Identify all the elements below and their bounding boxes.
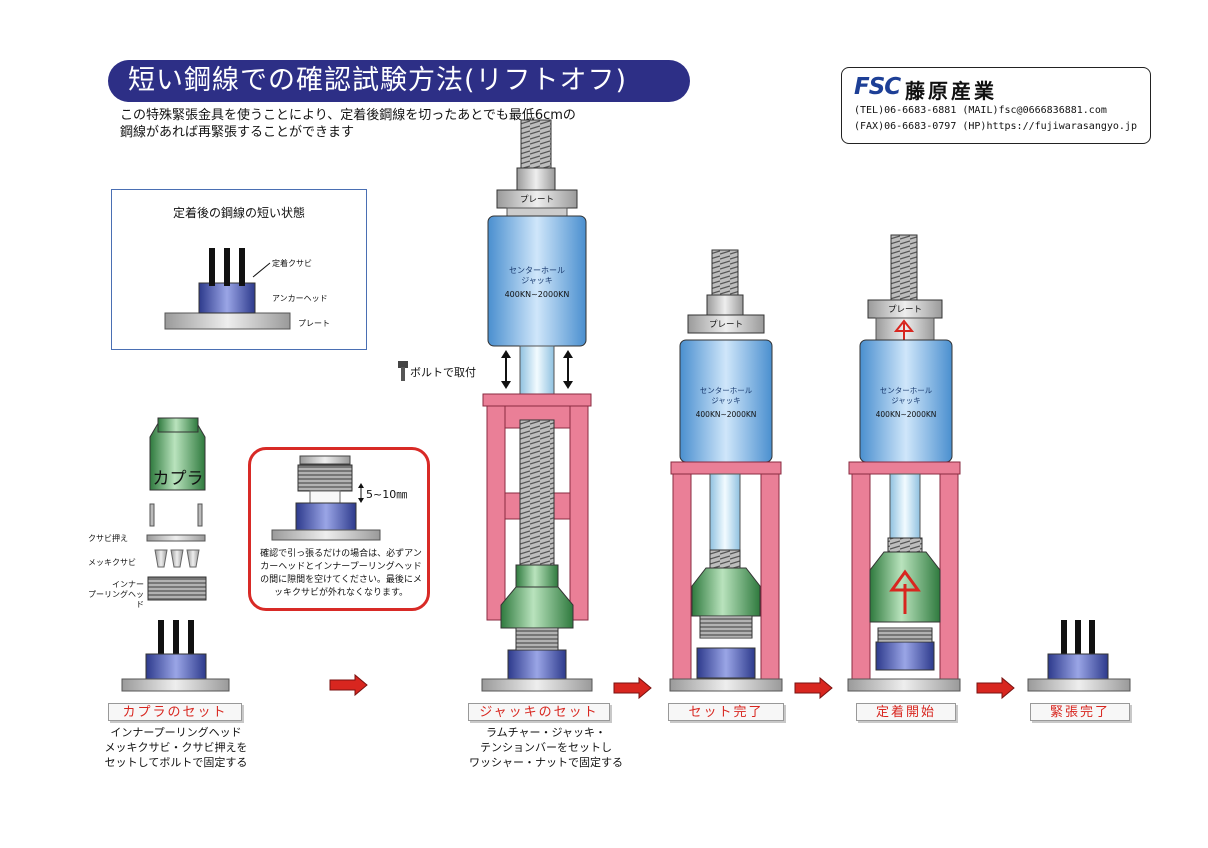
inner-ring-head-label-2: プーリングヘッド [88,590,144,609]
step1-desc: インナープーリングヘッド メッキクサビ・クサビ押えを セットしてボルトで固定する [80,725,272,770]
step2-jack-line-2: ジャッキ [521,276,553,285]
company-contact-line-1: (TEL)06-6683-6881 (MAIL)fsc@0666836881.c… [854,105,1107,116]
step5-assembly [1027,620,1131,692]
step1-plate [121,678,230,692]
step4-assembly [847,234,961,692]
wedge-1 [154,549,168,568]
wedge-holder-shape [146,534,206,542]
inset-illustration [164,248,291,330]
step1-desc-line-3: セットしてボルトで固定する [104,756,248,769]
step2-desc: ラムチャー・ジャッキ・ テンションバーをセットし ワッシャー・ナットで固定する [450,725,642,770]
flow-arrow-1 [329,673,368,697]
step2-jack-line-1: センターホール [509,266,565,275]
short-wire-inset [111,189,367,350]
flow-arrow-2 [613,676,652,700]
step2-desc-line-1: ラムチャー・ジャッキ・ [485,726,606,739]
inner-ring-head-shape [147,576,207,601]
step3-assembly [669,249,783,692]
wedge-2 [170,549,184,568]
wedge-3 [186,549,200,568]
inset-wedge-label: 定着クサビ [272,259,312,268]
coupler-label: カプラ [152,469,204,489]
step-label-coupler-set: カプラのセット [108,703,242,721]
step2-plate-label: プレート [519,195,554,205]
gap-label: 5~10㎜ [366,488,408,501]
step-label-set-complete: セット完了 [668,703,784,721]
page-title: 短い鋼線での確認試験方法(リフトオフ) [108,60,690,102]
intro-text: この特殊緊張金具を使うことにより、定着後鋼線を切ったあとでも最低6cmの 鋼線が… [120,107,620,141]
step1-desc-line-2: メッキクサビ・クサビ押えを [104,741,248,754]
step-label-jack-set: ジャッキのセット [468,703,610,721]
company-logo: FSC [854,74,901,100]
inset-title: 定着後の鋼線の短い状態 [172,206,305,220]
step3-jack-capacity: 400KN~2000KN [695,410,757,419]
step3-plate-label: プレート [708,320,743,330]
warning-text: 確認で引っ張るだけの場合は、必ずアンカーヘッドとインナープーリングヘッドの間に隙… [260,549,422,598]
inset-pointer [252,262,271,278]
step2-desc-line-2: テンションバーをセットし [480,741,612,754]
company-info-box: FSC 藤原産業 (TEL)06-6683-6881 (MAIL)fsc@066… [841,67,1151,144]
step4-plate-label: プレート [887,305,922,315]
intro-line-1: この特殊緊張金具を使うことにより、定着後鋼線を切ったあとでも最低6cmの [120,108,576,123]
step4-jack-label: センターホール ジャッキ 400KN~2000KN [860,386,952,420]
step3-jack-line-2: ジャッキ [711,396,741,405]
inset-wire-1 [209,248,215,286]
gap-illustration [271,455,381,541]
step4-jack-line-2: ジャッキ [891,396,921,405]
intro-line-2: 鋼線があれば再緊張することができます [120,125,355,140]
plated-wedge-label: メッキクサビ [88,558,136,567]
inset-wire-2 [224,248,230,286]
bolt-left [149,503,155,527]
inset-plate [164,312,291,330]
step4-jack-capacity: 400KN~2000KN [875,410,937,419]
step2-jack-label: センターホール ジャッキ 400KN~2000KN [488,266,586,300]
wedge-holder-label: クサビ押え [88,534,128,543]
step3-jack-line-1: センターホール [699,386,753,395]
inset-anchor-head [198,282,256,314]
company-contact-line-2: (FAX)06-6683-0797 (HP)https://fujiwarasa… [854,121,1137,132]
warning-box [248,447,430,611]
inset-plate-label: プレート [298,319,330,328]
step3-jack-label: センターホール ジャッキ 400KN~2000KN [680,386,772,420]
step2-desc-line-3: ワッシャー・ナットで固定する [469,756,623,769]
inner-ring-head-label-1: インナー [112,580,144,589]
step-label-anchoring-start: 定着開始 [856,703,956,721]
flow-arrows [329,673,1015,700]
bolt-icon [398,361,408,381]
parts-illustration [121,417,230,692]
flow-arrow-3 [794,676,833,700]
inset-wire-3 [239,248,245,286]
step1-desc-line-1: インナープーリングヘッド [110,726,242,739]
bolt-mount-label: ボルトで取付 [410,366,476,379]
step1-anchor-head [145,653,207,681]
step2-jack-capacity: 400KN~2000KN [504,290,570,299]
flow-arrow-4 [976,676,1015,700]
company-name: 藤原産業 [905,79,997,103]
inner-ring-head-label: インナー プーリングヘッド [86,580,144,610]
step2-assembly [481,119,593,692]
bolt-right [197,503,203,527]
step4-jack-line-1: センターホール [879,386,933,395]
step-label-tension-complete: 緊張完了 [1030,703,1130,721]
inset-anchor-label: アンカーヘッド [272,294,328,303]
